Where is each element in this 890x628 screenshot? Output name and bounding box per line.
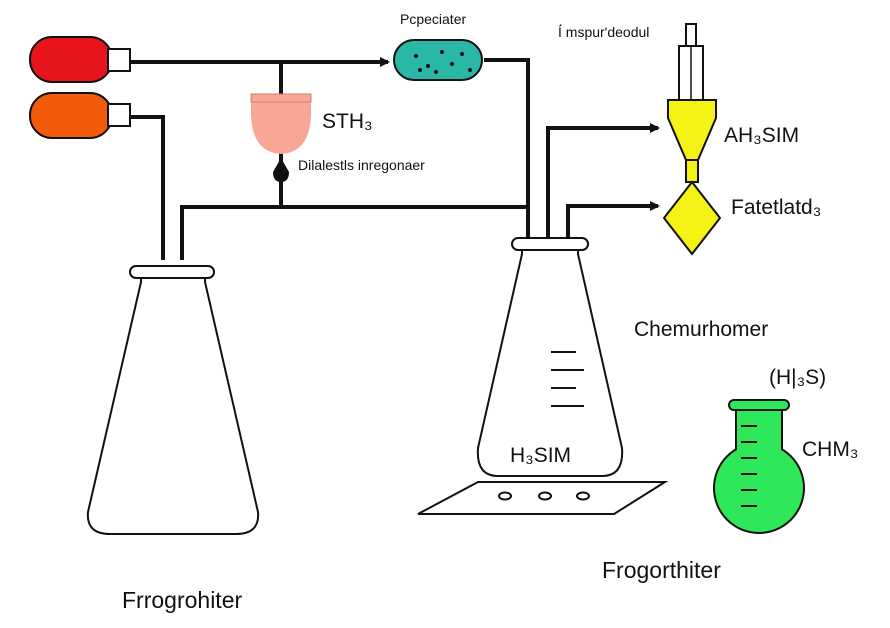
pipe-capsule-out [484,58,530,238]
label-frrogrohiter: Frrogrohiter [122,587,242,613]
pipe-to-yellow-diamond [566,201,660,238]
label-precipitator: Pcpeciater [400,11,466,27]
orange-bulb [29,92,131,139]
label-chemurhomer: Chemurhomer [634,318,768,341]
red-bulb [29,36,131,83]
pipe-left-return [180,205,528,260]
pipe-to-yellow-top [546,123,660,238]
label-frogorthiter: Frogorthiter [602,557,721,583]
yellow-diamond [662,180,722,256]
droplet-icon [273,158,289,182]
yellow-separator [662,99,722,256]
dropper [678,23,704,101]
pipe-network [130,57,660,260]
label-hs-formula: (H|₃S) [769,366,826,389]
pink-cup [250,93,312,154]
precipitator-capsule [393,39,483,81]
right-erlenmeyer-flask [476,237,624,477]
label-top-right: Í́ mspur'deodul [558,24,649,40]
green-flask [713,399,805,534]
label-dialysis: Dilalestls inregonaer [298,157,425,173]
pipe-orange-down [130,115,165,260]
label-stih: STH₃ [322,110,373,133]
dialysis-stem [273,152,289,207]
yellow-funnel [667,99,717,161]
label-chm: CHM₃ [802,438,858,461]
left-erlenmeyer-flask [86,265,260,535]
label-fatetatd: Fatetlatd₃ [731,196,821,219]
label-hsim: H₃SIM [510,444,571,467]
right-flask-stand [417,481,669,515]
label-ahsim: AH₃SIM [724,124,799,147]
